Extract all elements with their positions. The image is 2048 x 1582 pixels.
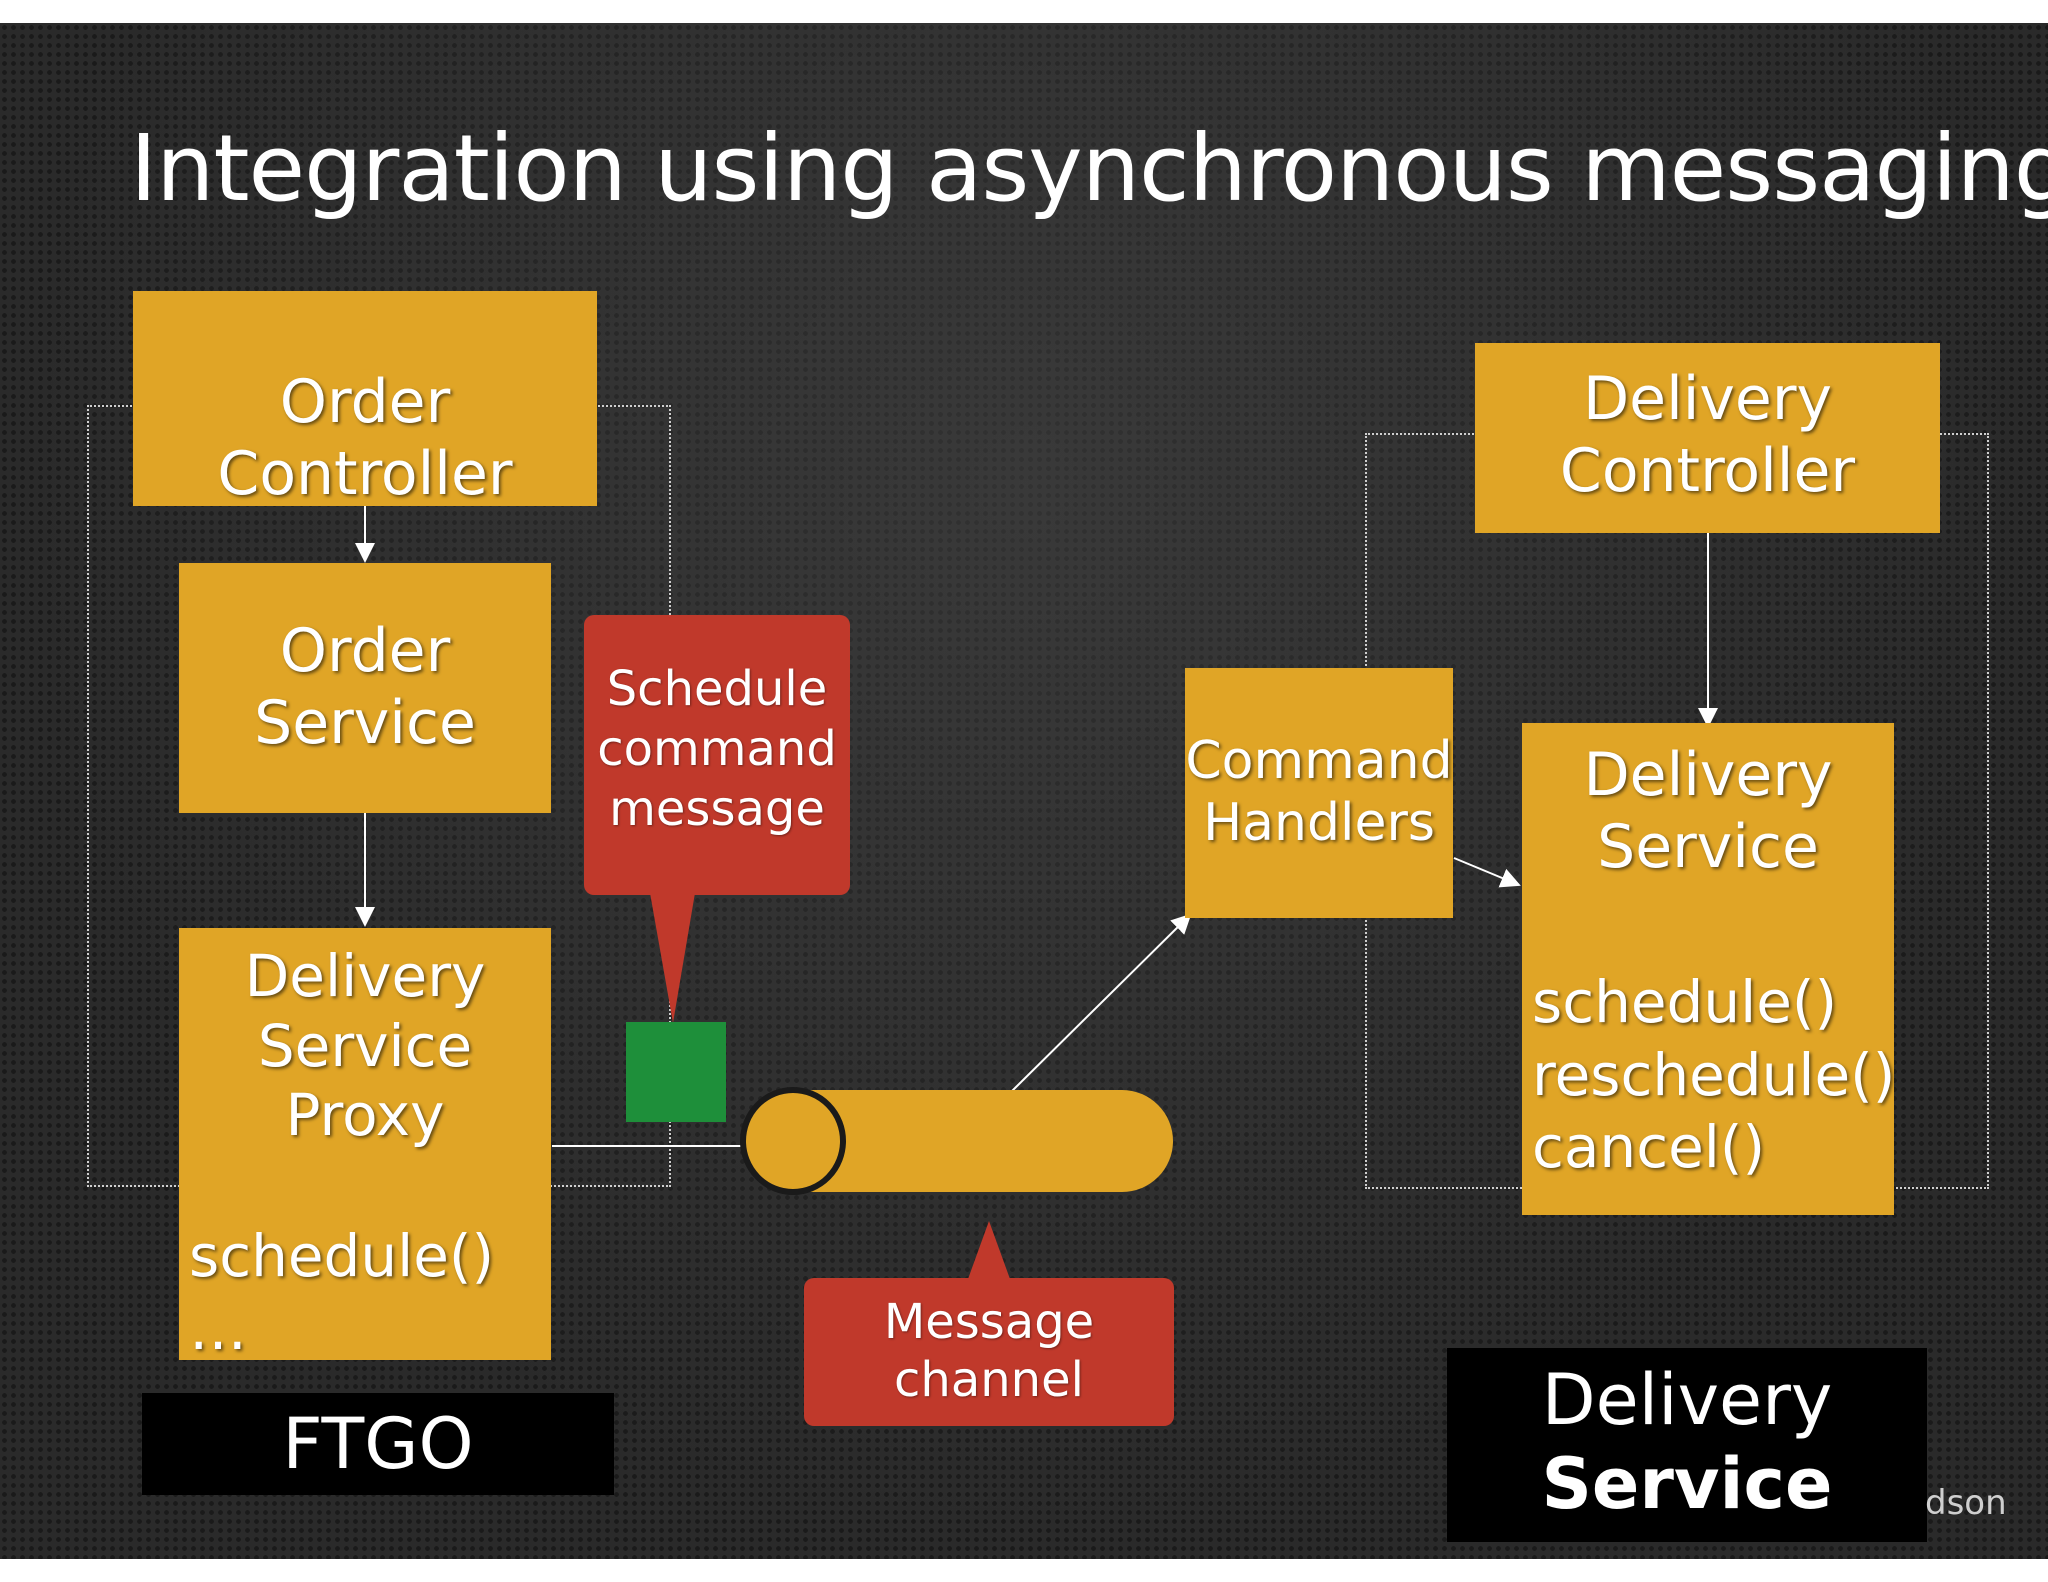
command-message-square — [626, 1022, 726, 1122]
delivery-method-schedule: schedule() — [1532, 968, 1838, 1036]
channel-callout-line1: Message — [883, 1294, 1095, 1350]
delivery-service-label-text1: Delivery — [1541, 1359, 1833, 1441]
order-service-label-line2: Service — [254, 688, 476, 758]
delivery-service-label-line2: Service — [1597, 812, 1819, 882]
order-service-label-line1: Order — [279, 616, 451, 686]
delivery-service-box: Delivery Service schedule() reschedule()… — [1522, 723, 1896, 1215]
schedule-callout-line1: Schedule — [606, 661, 828, 717]
footer-credit-fragment: dson — [1925, 1483, 2007, 1523]
delivery-service-proxy-box: Delivery Service Proxy schedule() … — [179, 928, 551, 1363]
delivery-method-reschedule: reschedule() — [1532, 1040, 1896, 1109]
connector-layer — [355, 506, 1718, 1279]
proxy-method-schedule: schedule() — [189, 1222, 495, 1290]
delivery-service-label-text2: Service — [1541, 1443, 1833, 1525]
proxy-method-more: … — [189, 1294, 247, 1363]
message-channel-pipe — [740, 1087, 1173, 1195]
schedule-callout-line2: command — [597, 721, 837, 777]
delivery-service-label-line1: Delivery — [1583, 740, 1833, 810]
schedule-callout-line3: message — [609, 781, 825, 837]
order-service-box: Order Service — [179, 563, 551, 813]
channel-callout-line2: channel — [894, 1351, 1084, 1408]
ftgo-label: FTGO — [142, 1393, 614, 1495]
ftgo-label-text: FTGO — [282, 1403, 474, 1485]
arrow-handlers-to-service — [1453, 857, 1521, 888]
message-channel-callout: Message channel — [804, 1278, 1174, 1426]
arrow-channel-to-handlers — [1011, 913, 1192, 1092]
slide: Integration using asynchronous messaging — [0, 23, 2048, 1559]
order-controller-label: Order Controller — [217, 367, 513, 509]
channel-callout-pointer — [968, 1221, 1010, 1279]
proxy-label-line2: Service — [257, 1011, 473, 1080]
delivery-method-cancel: cancel() — [1532, 1113, 1766, 1181]
schedule-callout-pointer — [650, 893, 695, 1023]
slide-title: Integration using asynchronous messaging — [130, 115, 2048, 222]
delivery-controller-label-line2: Controller — [1559, 436, 1856, 506]
schedule-command-message-callout: Schedule command message — [584, 615, 850, 895]
command-handlers-label-line1: Command — [1185, 731, 1453, 791]
delivery-service-label: Delivery Service — [1447, 1348, 1927, 1542]
delivery-controller-box: Delivery Controller — [1475, 343, 1940, 533]
order-controller-box: Order Controller — [133, 291, 597, 509]
delivery-controller-label-line1: Delivery — [1582, 364, 1833, 434]
command-handlers-label-line2: Handlers — [1203, 793, 1435, 854]
proxy-label-line3: Proxy — [285, 1081, 445, 1150]
proxy-label-line1: Delivery — [244, 942, 486, 1010]
command-handlers-box: Command Handlers — [1185, 668, 1453, 918]
